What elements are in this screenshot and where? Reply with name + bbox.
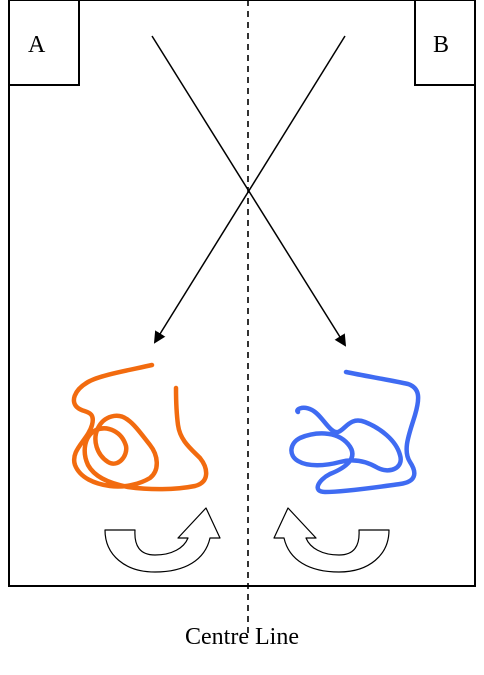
corner-box-b [414,0,476,86]
court-boundary [8,0,476,587]
centre-line-caption: Centre Line [185,624,299,650]
arrow-to-left [153,35,346,344]
left-scribble [71,362,209,492]
curved-arrow-right [273,507,390,573]
corner-label-b: B [433,32,449,58]
corner-label-a: A [28,32,46,58]
corner-box-a [8,0,80,86]
right-scribble [289,369,421,495]
curved-arrow-left [104,507,221,573]
